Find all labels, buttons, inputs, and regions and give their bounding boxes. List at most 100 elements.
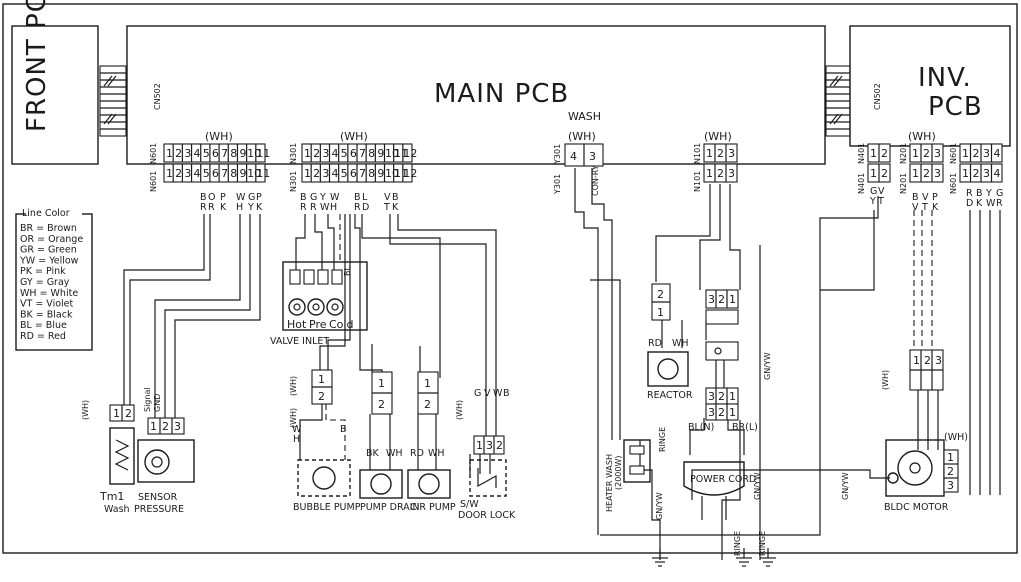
tm1-label-wash: Wash bbox=[104, 504, 130, 515]
n301-wire-code: R bbox=[300, 202, 307, 213]
n301-pin-2: 2 bbox=[313, 167, 320, 180]
n201-pin-1: 1 bbox=[912, 147, 919, 160]
bldc-side-housing: (WH) bbox=[881, 370, 890, 390]
bubble-pump: (WH) (WH) 1 2 W H B BUBBLE PUMP bbox=[289, 369, 361, 513]
pump-drain-wire-wh: WH bbox=[386, 448, 403, 459]
n601-pin-10: 10 bbox=[247, 167, 261, 180]
n601-pin-1: 1 bbox=[166, 147, 173, 160]
n601-pin-3: 3 bbox=[184, 147, 191, 160]
bldc-motor-label: BLDC MOTOR bbox=[884, 502, 949, 513]
cir-pump: 1 2 RD WH CIR PUMP bbox=[407, 371, 456, 513]
bubble-pin-1: 1 bbox=[318, 373, 325, 386]
power-cord-label: POWER CORD bbox=[690, 474, 756, 485]
n201-pin-2: 2 bbox=[923, 147, 930, 160]
n201-pin-3: 3 bbox=[934, 167, 941, 180]
legend-item: GY = Gray bbox=[20, 277, 70, 288]
n601-wire-code: O bbox=[208, 192, 215, 203]
n201-wire-code: B bbox=[912, 192, 919, 203]
n101-pin-3: 3 bbox=[728, 167, 735, 180]
n301-wire-code: G bbox=[310, 192, 317, 203]
n601-pin-7: 7 bbox=[221, 167, 228, 180]
n301-pin-5: 5 bbox=[341, 147, 348, 160]
n301-pin-4: 4 bbox=[332, 167, 339, 180]
n301-pin-1: 1 bbox=[304, 167, 311, 180]
n401-label-top: N401 bbox=[857, 143, 866, 164]
n301-wire-code: R bbox=[354, 202, 361, 213]
n401-wire-code: Y bbox=[869, 196, 876, 207]
wiring-lines bbox=[123, 168, 1001, 560]
door-lock-label-sw: S/W bbox=[460, 499, 479, 510]
n601-inv-pin-3: 3 bbox=[983, 167, 990, 180]
n301-wire-code: K bbox=[392, 202, 399, 213]
n601-pin-1: 1 bbox=[166, 167, 173, 180]
n601-inv-wire-code: Y bbox=[985, 188, 992, 199]
bubble-housing-1: (WH) bbox=[289, 376, 298, 396]
legend-item: VT = Violet bbox=[20, 299, 74, 310]
n301-pin-7: 7 bbox=[359, 147, 366, 160]
thermistor-tm1: (WH) 1 2 Tm1 Wash bbox=[81, 400, 135, 515]
n301-pin-7: 7 bbox=[359, 167, 366, 180]
n601-wire-code: P bbox=[220, 192, 226, 203]
main-pcb-board bbox=[126, 25, 826, 165]
n301-wire-code: Y bbox=[319, 192, 326, 203]
n301-wire-code: W bbox=[330, 192, 340, 203]
ground-label-1: RINGE bbox=[733, 531, 742, 556]
reactor-wire-rd: RD bbox=[648, 338, 662, 349]
n601-wire-code: P bbox=[256, 192, 262, 203]
n601-pin-5: 5 bbox=[203, 147, 210, 160]
n301-pin-11: 11 bbox=[394, 147, 408, 160]
n601-inv-wire-code: G bbox=[996, 188, 1003, 199]
inv-motor-connectors: (WH) 1 2 3 GN/YW bbox=[763, 349, 944, 391]
sensor-pin-2: 2 bbox=[162, 420, 169, 433]
n401-pin-1: 1 bbox=[870, 147, 877, 160]
bldc-housing: (WH) bbox=[944, 432, 968, 443]
y301-pin-4: 4 bbox=[570, 150, 577, 163]
front-pcb-label: FRONT PCB bbox=[22, 0, 52, 132]
n301-label-top: N301 bbox=[289, 143, 298, 164]
n201-pin-1: 1 bbox=[912, 167, 919, 180]
bubble-pin-2: 2 bbox=[318, 390, 325, 403]
n301-wire-code: H bbox=[330, 202, 337, 213]
n101-label-bottom: N101 bbox=[693, 171, 702, 192]
reactor: 2 1 RD WH REACTOR bbox=[647, 283, 693, 401]
cir-pump-wire-rd: RD bbox=[410, 448, 424, 459]
n101-pin-2: 2 bbox=[717, 167, 724, 180]
connector-y301: WASH (WH) Y301 Y301 4 3 CON-RY bbox=[553, 110, 604, 196]
n601-wire-code: Y bbox=[247, 202, 254, 213]
reactor-pin-1: 1 bbox=[657, 306, 664, 319]
power-upper-pin-3: 3 bbox=[708, 293, 715, 306]
n601-inv-wire-code: R bbox=[966, 188, 973, 199]
valve-inlet-label: VALVE INLET bbox=[270, 336, 329, 347]
gnyw-label-1: GN/YW bbox=[753, 472, 762, 500]
power-lower2-pin-2: 2 bbox=[718, 406, 725, 419]
door-lock-wire-w: W bbox=[493, 388, 503, 399]
n301-pin-5: 5 bbox=[341, 167, 348, 180]
door-lock-pin-1: 1 bbox=[476, 439, 483, 452]
n601-inv-wire-code: W bbox=[986, 198, 996, 209]
n301-wire-code: B bbox=[354, 192, 361, 203]
n601-inv-label-top: N601 bbox=[949, 143, 958, 164]
n601-pin-5: 5 bbox=[203, 167, 210, 180]
door-lock-pin-2: 2 bbox=[496, 439, 503, 452]
n201-pin-2: 2 bbox=[923, 167, 930, 180]
n601-wire-code: K bbox=[256, 202, 263, 213]
pump-drain-pin-2: 2 bbox=[378, 398, 385, 411]
legend-item: WH = White bbox=[20, 288, 78, 299]
n301-label-bottom: N301 bbox=[289, 171, 298, 192]
power-upper-pin-2: 2 bbox=[718, 293, 725, 306]
cn502-left-label: CN502 bbox=[153, 83, 162, 110]
n401-label-bottom: N401 bbox=[857, 173, 866, 194]
n601-pin-8: 8 bbox=[230, 167, 237, 180]
n601-pin-11: 11 bbox=[256, 147, 270, 160]
power-lower-pin-1: 1 bbox=[729, 390, 736, 403]
n301-housing: (WH) bbox=[340, 130, 368, 143]
ground-label-2: RINGE bbox=[758, 531, 767, 556]
n201-label-top: N201 bbox=[899, 143, 908, 164]
n601-inv-pin-4: 4 bbox=[994, 167, 1001, 180]
n101-label-top: N101 bbox=[693, 143, 702, 164]
y301-title: WASH bbox=[568, 110, 601, 123]
door-lock-wire-b: B bbox=[503, 388, 510, 399]
ground-label-3: RINGE bbox=[658, 427, 667, 452]
